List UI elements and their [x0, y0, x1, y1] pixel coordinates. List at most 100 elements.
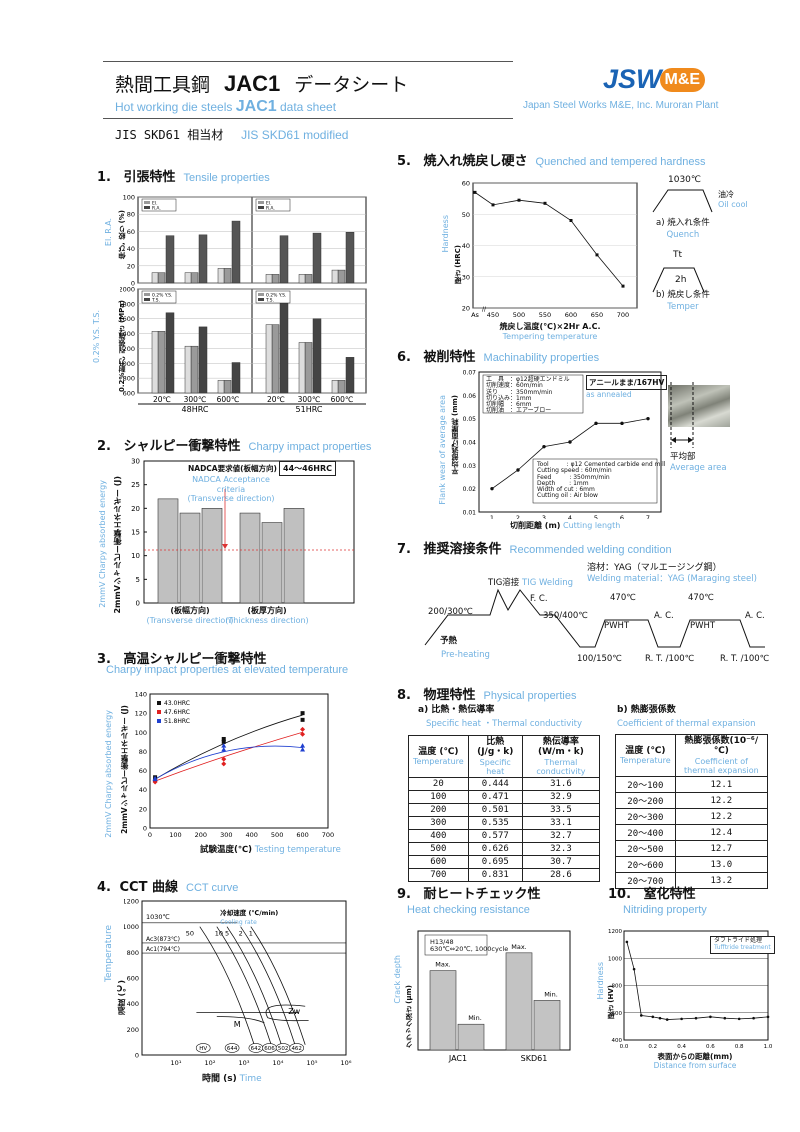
- tick-label: 200: [127, 1026, 139, 1034]
- quench-temp: 1030℃: [668, 175, 702, 185]
- tig-label: TIG溶接 TIG Welding: [488, 578, 574, 588]
- cooling-curve: [199, 926, 255, 1045]
- data-point: [665, 1018, 669, 1021]
- tick-label: 600: [127, 975, 139, 983]
- tick-label: 1: [490, 514, 494, 519]
- bar-El.-pair: [265, 274, 273, 284]
- data-point: [221, 736, 226, 741]
- legend-swatch: [144, 201, 150, 204]
- legend-label: El.: [266, 201, 272, 207]
- bar-El.-pair: [217, 268, 225, 284]
- tick-label: 15: [131, 529, 140, 537]
- cooling-rate-value: 10: [215, 930, 223, 938]
- data-point: [658, 1016, 662, 1020]
- legend-label: 0.2% Y.S.: [152, 293, 172, 299]
- tick-label: 800: [127, 949, 139, 957]
- tick-label: 650: [591, 311, 603, 319]
- legend-label: R.A.: [266, 206, 275, 212]
- legend-marker: [157, 710, 161, 714]
- legend-label: 47.6HRC: [164, 709, 190, 716]
- tick-label: 40: [462, 242, 470, 250]
- legend-label: T.S.: [265, 298, 274, 304]
- legend-label: 51.8HRC: [164, 718, 190, 725]
- bar-label: Min.: [468, 1014, 482, 1022]
- tensile-ylabel-top-en: El. R.A.: [104, 218, 113, 247]
- tick-label: 0.6: [706, 1044, 715, 1050]
- legend-swatch: [258, 298, 264, 301]
- tick-label: 1000: [120, 360, 135, 368]
- charpy-bar: [283, 508, 305, 604]
- data-point: [473, 190, 477, 194]
- nitriding-ylabel-en: Hardness: [596, 962, 605, 1000]
- data-point: [152, 779, 158, 785]
- ac1-label: Ac1(794℃): [146, 946, 180, 953]
- hot-charpy-xlabel: 試験温度(℃) Testing temperature: [200, 845, 341, 855]
- cooling-curve: [226, 926, 282, 1045]
- tick-label: 800: [123, 375, 135, 383]
- data-point: [221, 761, 227, 767]
- tick-label: 60: [462, 180, 470, 188]
- trend-line: [154, 731, 303, 782]
- bar-T.S.: [345, 357, 355, 394]
- machin-frame: [478, 371, 662, 513]
- fc-label: F. C.: [530, 594, 548, 604]
- tick-label: 1800: [120, 300, 135, 308]
- legend-label: 43.0HRC: [164, 700, 190, 707]
- tick-label: 0.04: [463, 440, 477, 447]
- legend-box: [255, 290, 291, 304]
- tick-label: 400: [246, 831, 258, 839]
- tick-label: 100: [123, 194, 135, 202]
- cooling-curve: [216, 926, 272, 1045]
- th-heat: 比熱 (J/g・k)Specific heat: [467, 734, 523, 779]
- tick-label: 800: [612, 984, 623, 990]
- x-tick-label: 300℃: [184, 395, 207, 404]
- machin-annealed: アニールまま/167HV as annealed: [586, 375, 668, 399]
- data-point: [221, 747, 227, 752]
- tick-label: 0.06: [463, 393, 477, 400]
- zw-nose: [265, 1004, 309, 1022]
- data-point: [651, 1015, 655, 1019]
- data-point: [752, 1016, 755, 1020]
- tick-label: 7: [646, 514, 650, 519]
- pwht2-label: PWHT: [690, 621, 716, 631]
- data-point: [516, 468, 520, 472]
- tick-label: 0.07: [463, 370, 477, 377]
- endmill-marker: [670, 382, 694, 448]
- tick-label: 400: [612, 1038, 623, 1044]
- cooling-rate-value: 1: [249, 930, 253, 938]
- bar-T.S.: [231, 362, 241, 394]
- zone-m-label: M: [234, 1020, 241, 1029]
- x-tick-label: 300℃: [298, 395, 321, 404]
- cond-box-jp: [482, 374, 584, 414]
- tick-label: 100: [135, 729, 147, 737]
- tick-label: 10³: [239, 1059, 250, 1067]
- th-cond: 熱伝導率 (W/m・k)Thermal conductivity: [521, 734, 601, 779]
- physical-table-a: 温度 (℃)Temperature 比熱 (J/g・k)Specific hea…: [408, 734, 601, 883]
- legend-marker: [157, 719, 161, 723]
- tick-label: 60: [127, 228, 135, 236]
- tick-label: 1600: [120, 315, 135, 323]
- cond-box-en: [532, 458, 658, 504]
- tick-label: 300: [220, 831, 232, 839]
- cooling-curve: [250, 926, 306, 1045]
- section-subtitle-heatcheck: Heat checking resistance: [407, 904, 530, 916]
- data-point: [723, 1016, 727, 1020]
- ac3-label: Ac3(873℃): [146, 936, 180, 943]
- bar-R.A.: [231, 220, 241, 284]
- th-temp: 温度 (℃)Temperature: [408, 734, 469, 779]
- charpy-bar: [261, 522, 283, 604]
- data-point: [221, 739, 226, 744]
- nadca-range: 44～46HRC: [279, 461, 336, 476]
